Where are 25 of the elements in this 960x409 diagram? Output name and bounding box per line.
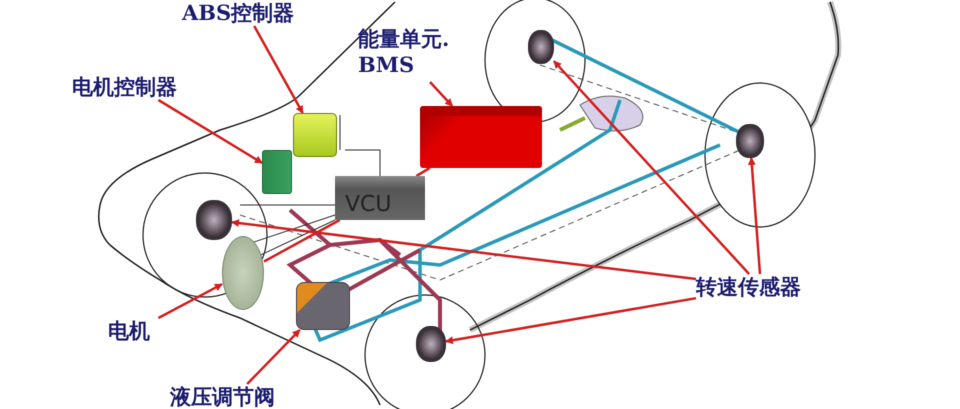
speed-sensor-icon (196, 200, 232, 240)
vcu-box: VCU (335, 176, 425, 220)
callout-label: 能量单元.BMS (358, 26, 450, 82)
speed-sensor-icon (416, 326, 446, 362)
valve-icon (296, 282, 350, 330)
leader-line (158, 98, 263, 164)
callout-label: 转速传感器 (696, 274, 826, 300)
leader-line (553, 60, 750, 275)
leader-line (429, 81, 454, 107)
callout-label: 液压调节阀 (170, 384, 300, 409)
battery-box (420, 106, 542, 168)
connection-line (263, 218, 340, 263)
motor-controller-box (262, 150, 292, 194)
connection-line (416, 166, 430, 178)
callout-label: 电机 (108, 318, 160, 344)
leader-line (231, 219, 696, 280)
leader-line (748, 157, 762, 274)
leader-line (246, 329, 301, 385)
motor-disc (222, 236, 264, 310)
leader-line (253, 25, 304, 114)
abs-controller-box (293, 113, 337, 157)
leader-line (445, 296, 696, 344)
leader-line (158, 283, 223, 320)
callout-label: ABS控制器 (182, 0, 312, 26)
callout-label: 电机控制器 (72, 74, 202, 100)
